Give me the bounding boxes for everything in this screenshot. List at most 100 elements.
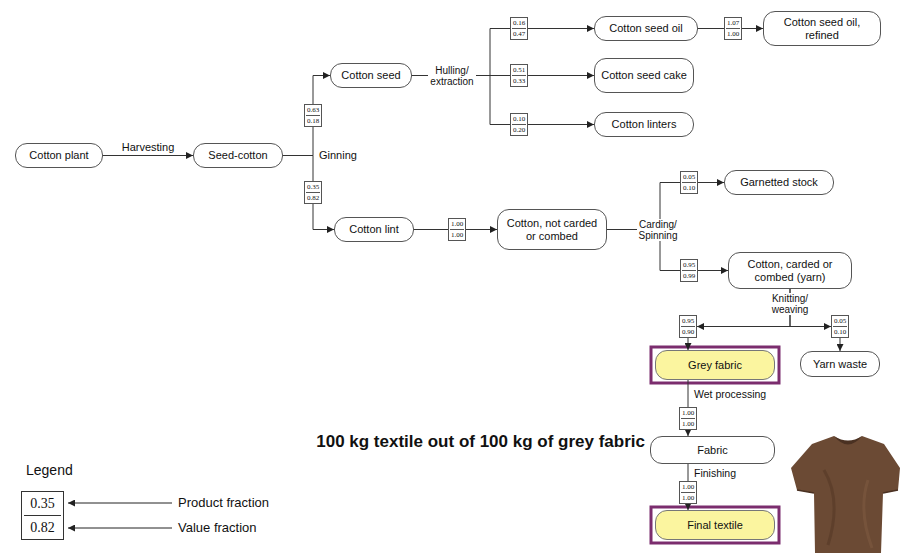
t-shirt-fold	[864, 480, 872, 548]
highlighted-box: Final textile	[655, 510, 775, 540]
node-text: Cotton linters	[601, 118, 687, 131]
legend-title: Legend	[26, 462, 73, 479]
flow-arrow	[688, 380, 689, 407]
node-text: 0.90	[681, 327, 695, 337]
node-text: 1.00	[450, 219, 464, 230]
node-text: Yarn waste	[807, 358, 873, 371]
node-text: Fabric	[657, 444, 768, 457]
fraction-box: 0.050.10	[831, 315, 849, 338]
process-box: Cotton seed oil, refined	[763, 11, 881, 46]
node-text: 0.51	[512, 65, 526, 76]
flow-arrow	[414, 229, 448, 230]
flow-arrow	[528, 124, 594, 125]
t-shirt-collar	[834, 436, 862, 445]
highlight-frame	[651, 507, 779, 543]
flow-arrow	[528, 28, 594, 29]
process-label: Knitting/ weaving	[770, 293, 811, 315]
process-box: Cotton lint	[334, 217, 414, 242]
node-text: 0.35	[24, 492, 61, 516]
legend-text: Value fraction	[178, 520, 257, 535]
node-text: 0.63	[306, 105, 320, 116]
flow-arrow	[698, 270, 728, 271]
t-shirt-body	[791, 436, 900, 553]
node-text: Seed-cotton	[200, 149, 276, 162]
node-text: 1.00	[681, 408, 695, 419]
process-label: Ginning	[319, 149, 357, 162]
node-text: 0.99	[682, 271, 696, 281]
node-text: 0.10	[682, 183, 696, 193]
node-text: 1.00	[726, 29, 740, 39]
node-text: 0.18	[306, 116, 320, 126]
process-box: Cotton seed cake	[594, 58, 694, 93]
node-text: Cotton seed oil, refined	[770, 16, 874, 42]
node-text: 0.10	[833, 327, 847, 337]
fraction-box: 0.510.33	[510, 64, 528, 87]
flow-arrow	[742, 28, 763, 29]
fraction-box: 0.950.99	[680, 259, 698, 282]
process-box: Garnetted stock	[724, 170, 834, 195]
fraction-box: 1.071.00	[724, 17, 742, 40]
node-text: 0.05	[682, 172, 696, 183]
fraction-box: 1.001.00	[679, 407, 697, 430]
node-text: Final textile	[662, 519, 768, 532]
node-text: Grey fabric	[662, 359, 768, 372]
process-box: Cotton plant	[15, 143, 103, 168]
fraction-box: 0.050.10	[680, 171, 698, 194]
flow-arrow	[466, 229, 497, 230]
node-text: 0.16	[512, 18, 526, 29]
t-shirt-seam	[797, 490, 898, 493]
node-text: 1.00	[681, 419, 695, 429]
node-text: Cotton seed	[337, 69, 405, 82]
process-label: Hulling/ extraction	[428, 65, 475, 87]
flow-arrow	[840, 338, 841, 351]
node-text: Cotton seed cake	[601, 69, 687, 82]
highlighted-box: Grey fabric	[655, 350, 775, 380]
flow-arrow	[528, 75, 594, 76]
node-text: 1.00	[681, 482, 695, 493]
process-label: Finishing	[694, 467, 736, 479]
node-text: 0.82	[306, 193, 320, 203]
flow-arrow	[313, 204, 334, 230]
node-text: 0.95	[681, 316, 695, 327]
process-box: Cotton, not carded or combed	[497, 209, 607, 250]
flow-arrow	[688, 464, 689, 481]
node-text: Cotton seed oil	[601, 22, 691, 35]
process-label: Harvesting	[122, 141, 175, 154]
node-text: 0.35	[306, 182, 320, 193]
headline: 100 kg textile out of 100 kg of grey fab…	[316, 431, 645, 452]
node-text: 1.00	[450, 230, 464, 240]
legend-pointer	[68, 503, 172, 504]
process-box: Cotton seed oil	[594, 16, 698, 41]
flow-arrow	[313, 76, 330, 105]
node-text: Cotton plant	[22, 149, 96, 162]
node-text: 0.33	[512, 76, 526, 86]
node-text: 1.07	[726, 18, 740, 29]
fraction-box: 0.350.82	[304, 181, 322, 204]
flow-arrow	[283, 127, 313, 156]
highlight-frame	[651, 347, 779, 383]
process-box: Yarn waste	[800, 351, 880, 377]
legend-text: Product fraction	[178, 495, 269, 510]
node-text: 0.47	[512, 29, 526, 39]
process-label: Carding/ Spinning	[637, 219, 680, 241]
fraction-box: 1.001.00	[448, 218, 466, 241]
node-text: Cotton lint	[341, 223, 407, 236]
fraction-box: 1.001.00	[679, 481, 697, 504]
process-label: Wet processing	[694, 388, 766, 400]
t-shirt-fold	[824, 470, 834, 545]
flow-arrow	[103, 155, 193, 156]
legend-pointer	[68, 528, 172, 529]
flow-arrow	[688, 338, 689, 350]
fraction-box: 0.100.20	[510, 113, 528, 136]
node-text: 0.10	[512, 114, 526, 125]
legend-entry: Value fraction	[178, 520, 257, 536]
process-box: Cotton seed	[330, 63, 412, 88]
node-text: Cotton, not carded or combed	[504, 217, 600, 243]
legend-sample: 0.350.82	[21, 491, 64, 540]
process-box: Fabric	[650, 436, 775, 464]
node-text: 1.00	[681, 493, 695, 503]
node-text: 0.95	[682, 260, 696, 271]
flow-arrow	[698, 28, 724, 29]
node-text: Garnetted stock	[731, 176, 827, 189]
